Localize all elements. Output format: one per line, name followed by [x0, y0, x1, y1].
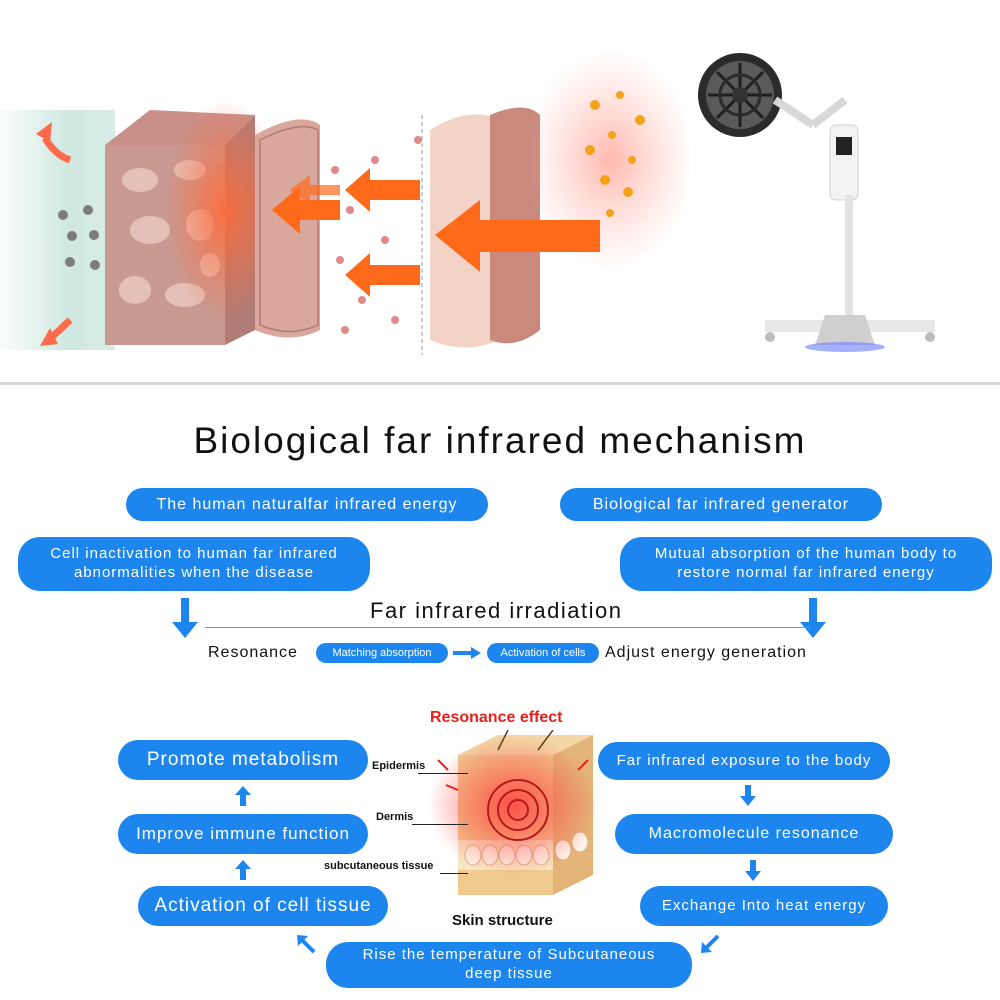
activation-of-cells-pill: Activation of cells [487, 643, 599, 663]
rise-temperature-pill: Rise the temperature of Subcutaneous dee… [326, 942, 692, 988]
left-down-arrow [172, 598, 198, 638]
diagonal-arrow-left [297, 935, 316, 954]
exchange-heat-energy-pill: Exchange Into heat energy [640, 886, 888, 926]
matching-absorption-pill: Matching absorption [316, 643, 448, 663]
resonance-effect-heading: Resonance effect [430, 709, 563, 726]
mutual-absorption-pill: Mutual absorption of the human body to r… [620, 537, 992, 591]
page-title: Biological far infrared mechanism [193, 420, 807, 461]
natural-energy-pill: The human naturalfar infrared energy [126, 488, 488, 521]
dermis-label: Dermis [376, 811, 414, 823]
section-divider [0, 382, 1000, 385]
down-arrow-1 [740, 785, 756, 806]
promote-metabolism-pill: Promote metabolism [118, 740, 368, 780]
activation-cell-tissue-pill: Activation of cell tissue [138, 886, 388, 926]
improve-immune-pill: Improve immune function [118, 814, 368, 854]
up-arrow-2 [235, 860, 251, 880]
skin-structure-caption: Skin structure [452, 912, 553, 929]
irradiation-label: Far infrared irradiation [370, 598, 623, 623]
diagonal-arrow-right [701, 934, 720, 953]
skin-structure-image [428, 730, 598, 895]
flow-arrow [453, 647, 481, 659]
epidermis-pointer [418, 773, 468, 774]
generator-pill: Biological far infrared generator [560, 488, 882, 521]
subcutaneous-label: subcutaneous tissue [324, 860, 434, 872]
far-infrared-exposure-pill: Far infrared exposure to the body [598, 742, 890, 780]
resonance-label: Resonance [208, 644, 298, 661]
epidermis-label: Epidermis [372, 760, 426, 772]
irradiation-line [205, 627, 810, 628]
infrared-lamp-device-image [698, 53, 935, 352]
far-infrared-tissue-illustration [0, 50, 690, 355]
subcutaneous-pointer [440, 873, 468, 874]
right-down-arrow [800, 598, 826, 638]
up-arrow-1 [235, 786, 251, 806]
adjust-energy-label: Adjust energy generation [605, 644, 807, 661]
dermis-pointer [412, 824, 468, 825]
macromolecule-resonance-pill: Macromolecule resonance [615, 814, 893, 854]
cell-inactivation-pill: Cell inactivation to human far infrared … [18, 537, 370, 591]
down-arrow-2 [745, 860, 761, 881]
